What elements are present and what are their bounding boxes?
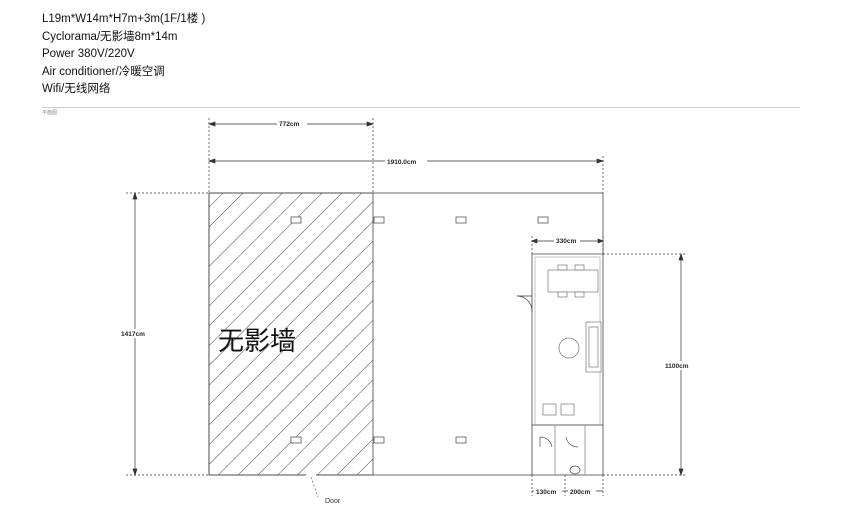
toilet (569, 465, 581, 475)
dim-label-130: 130cm (536, 489, 556, 496)
dining-table (547, 264, 599, 298)
dim-label-1100: 1100cm (665, 363, 689, 370)
spec-wifi: Wifi/无线网络 (42, 83, 111, 95)
fixture-bottom-2 (373, 436, 385, 444)
fixture-top-3 (455, 216, 467, 224)
cyclorama-area (208, 192, 374, 476)
spec-power: Power 380V/220V (42, 48, 135, 60)
fixture-bottom-3 (455, 436, 467, 444)
fixture-top-1 (290, 216, 302, 224)
spec-cyclorama: Cyclorama/无影墙8m*14m (42, 30, 178, 43)
door-label: Door (325, 498, 341, 505)
chair (557, 291, 568, 298)
armchair (542, 403, 557, 416)
dim-label-330: 330cm (556, 238, 576, 245)
armchairs (542, 403, 575, 416)
dim-label-1417: 1417cm (121, 331, 145, 338)
chair (574, 291, 585, 298)
fixture-top-4 (537, 216, 549, 224)
round-table (558, 337, 580, 359)
chair (574, 264, 585, 271)
spec-dimensions: L19m*W14m*H7m+3m(1F/1楼 ) (42, 13, 206, 25)
sofa-set (558, 321, 602, 373)
dim-total-depth (126, 191, 209, 477)
dim-label-1910: 1910.0cm (387, 159, 416, 166)
chair (557, 264, 568, 271)
plan-caption: 平面图 (42, 110, 58, 116)
light-fixtures (290, 216, 549, 444)
cyclorama-label: 无影墙 (218, 327, 296, 357)
fixture-bottom-1 (290, 436, 302, 444)
entrance-door: Door (306, 474, 341, 505)
dim-label-200: 200cm (570, 489, 590, 496)
fixture-top-2 (373, 216, 385, 224)
armchair (560, 403, 575, 416)
room-door (516, 295, 533, 312)
dim-cyclorama-width (207, 118, 375, 193)
divider-line (42, 107, 800, 108)
spec-air-conditioner: Air conditioner/冷暖空调 (42, 65, 165, 78)
bathroom (539, 436, 581, 475)
dim-label-772: 772cm (279, 121, 299, 128)
spec-list: L19m*W14m*H7m+3m(1F/1楼 ) Cyclorama/无影墙8m… (42, 11, 205, 99)
